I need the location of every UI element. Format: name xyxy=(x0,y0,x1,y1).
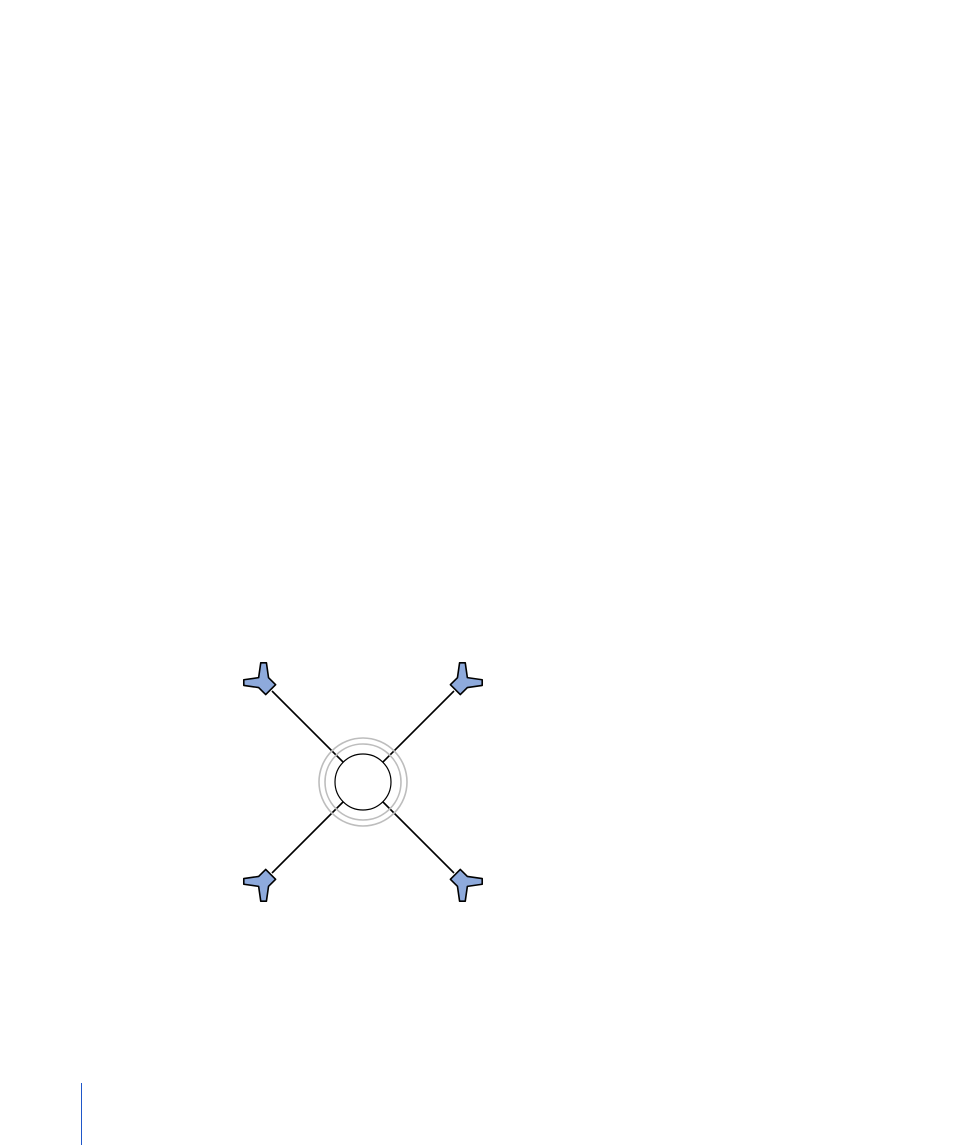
connector-rear-right xyxy=(382,801,454,873)
connector-front-left xyxy=(272,691,344,763)
page-margin-rule xyxy=(81,1083,82,1145)
connector-rear-left xyxy=(272,801,344,873)
listener-circle xyxy=(335,754,391,810)
connector-front-right xyxy=(382,691,454,763)
